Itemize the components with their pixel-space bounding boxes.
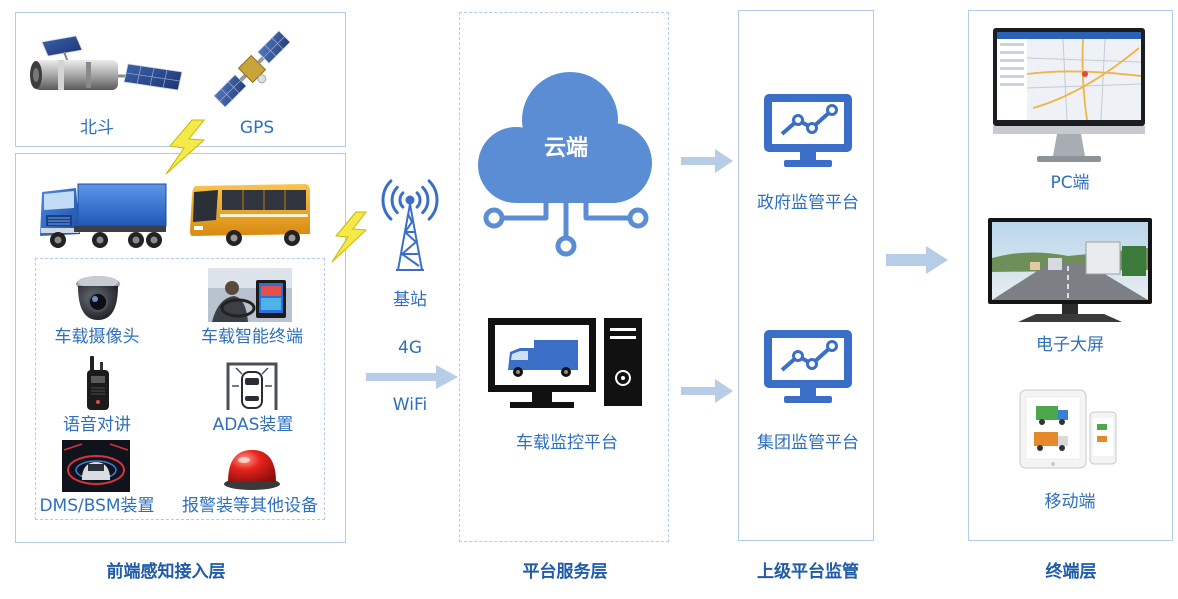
vehicle-monitor-platform-label: 车载监控平台 (516, 433, 618, 453)
computer-icon (488, 318, 642, 408)
walkie-talkie-icon (87, 356, 109, 410)
alarm-light-icon (224, 450, 280, 490)
protocol-4g-label: 4G (398, 338, 422, 358)
platform-layer-title: 平台服务层 (522, 562, 608, 582)
vehicle-terminal-label: 车载智能终端 (201, 327, 303, 347)
dms-bsm-label: DMS/BSM装置 (39, 496, 155, 516)
beidou-label: 北斗 (80, 118, 114, 138)
protocol-wifi-label: WiFi (392, 395, 428, 415)
group-monitor-chart-icon (764, 330, 852, 403)
terminal-box (968, 10, 1173, 541)
arrow-to-group-platform-icon (681, 379, 733, 403)
group-platform-label: 集团监管平台 (757, 433, 859, 453)
base-station-label: 基站 (393, 290, 427, 310)
mobile-devices-icon (1019, 389, 1117, 469)
terminal-layer-title: 终端层 (1045, 562, 1097, 582)
walkie-talkie-label: 语音对讲 (63, 415, 131, 435)
beidou-satellite-icon (30, 35, 183, 91)
mobile-client-label: 移动端 (1044, 492, 1096, 512)
cloud-label: 云端 (543, 136, 589, 161)
camera-icon (76, 276, 120, 320)
arrow-to-platform-icon (366, 365, 458, 389)
pc-monitor-icon (993, 28, 1145, 162)
arrow-to-gov-platform-icon (681, 149, 733, 173)
adas-icon (226, 362, 278, 410)
device-group-box (35, 258, 325, 520)
big-screen-icon (988, 218, 1152, 322)
signal-tower-icon (381, 179, 439, 271)
camera-label: 车载摄像头 (54, 327, 140, 347)
gov-monitor-chart-icon (764, 94, 852, 167)
bus-icon (190, 184, 310, 246)
alarm-device-label: 报警装等其他设备 (182, 496, 318, 516)
gps-label: GPS (239, 118, 275, 138)
pc-client-label: PC端 (1050, 173, 1090, 193)
gps-satellite-icon (213, 30, 291, 108)
lightning-icon (165, 119, 206, 175)
lightning-icon (331, 211, 368, 263)
gov-platform-label: 政府监管平台 (757, 193, 859, 213)
supervision-layer-title: 上级平台监管 (757, 562, 859, 582)
big-screen-label: 电子大屏 (1036, 335, 1104, 355)
arrow-to-terminal-icon (886, 246, 948, 274)
cloud-icon (478, 72, 652, 257)
dms-bsm-icon (62, 440, 130, 492)
platform-box (459, 12, 669, 542)
truck-icon (40, 183, 167, 248)
adas-label: ADAS装置 (212, 415, 294, 435)
supervision-box (738, 10, 874, 541)
front-layer-title: 前端感知接入层 (106, 562, 226, 582)
vehicle-terminal-icon (208, 268, 292, 322)
